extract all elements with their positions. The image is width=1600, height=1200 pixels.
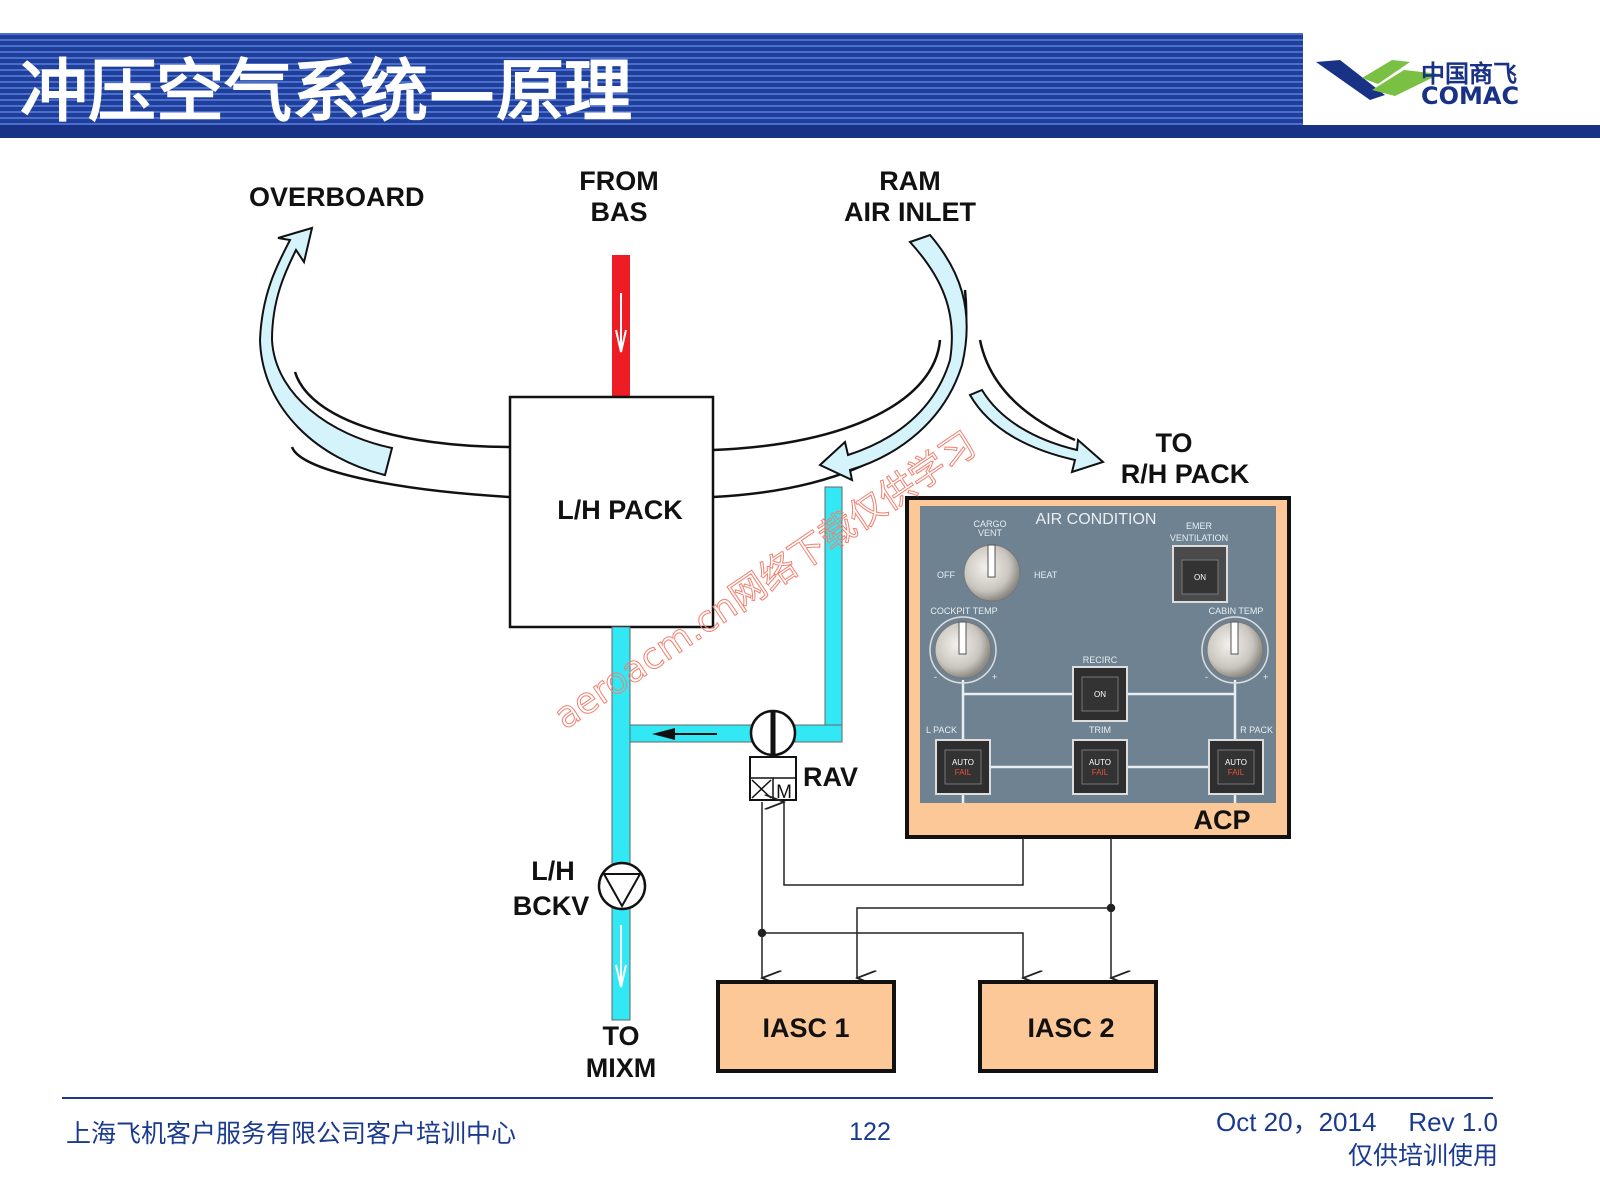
to-mixm-label-1: TO — [602, 1021, 639, 1051]
from-bas-label-2: BAS — [590, 197, 647, 227]
recirc-on-label: ON — [1094, 690, 1106, 699]
lh-pack-label: L/H PACK — [557, 495, 683, 525]
auto-label: AUTO — [1089, 758, 1111, 767]
plus-label: + — [1263, 672, 1268, 682]
cabin-temp-label: CABIN TEMP — [1209, 606, 1264, 616]
footer-org: 上海飞机客户服务有限公司客户培训中心 — [66, 1120, 516, 1148]
cargo-vent-label-1: CARGO — [973, 519, 1006, 529]
footer-rev: Rev 1.0 — [1408, 1107, 1498, 1137]
acp-label: ACP — [1193, 805, 1250, 835]
from-bas-label-1: FROM — [579, 166, 658, 196]
down-arrow-icon — [615, 925, 627, 988]
acp-panel: AIR CONDITION CARGO VENT OFF HEAT EMER V… — [905, 496, 1291, 839]
minus-label: - — [934, 672, 937, 682]
acp-title: AIR CONDITION — [1036, 511, 1157, 528]
overboard-arrow — [258, 226, 394, 477]
cargo-vent-knob[interactable] — [963, 544, 1021, 602]
bckv-label-1: L/H — [531, 856, 575, 886]
rav-label: RAV — [803, 762, 858, 792]
iasc1-box: IASC 1 — [716, 980, 896, 1073]
ram-inlet-arrow — [818, 233, 968, 482]
iasc2-box: IASC 2 — [978, 980, 1158, 1073]
rav-valve[interactable]: M — [749, 709, 797, 803]
header-band: 冲压空气系统—原理 — [0, 33, 1600, 138]
comac-logo: 中国商飞 COMAC — [1316, 60, 1519, 110]
r-pack-label: R PACK — [1240, 725, 1273, 735]
auto-label: AUTO — [1225, 758, 1247, 767]
conditioned-air-pipes — [611, 486, 843, 1021]
plus-label: + — [992, 672, 997, 682]
cabin-temp-knob[interactable]: - + — [1201, 616, 1269, 684]
footer-date: Oct 20，2014 — [1216, 1107, 1376, 1137]
recirc-label: RECIRC — [1083, 655, 1118, 665]
logo-en: COMAC — [1421, 82, 1519, 110]
left-arrow-icon — [652, 728, 717, 740]
iasc1-label: IASC 1 — [762, 1013, 849, 1043]
ram-air-label-2: AIR INLET — [844, 197, 977, 227]
to-rh-pack-arrow — [968, 388, 1105, 474]
l-pack-button[interactable]: AUTO FAIL — [935, 739, 991, 795]
minus-label: - — [1205, 672, 1208, 682]
bckv-label-2: BCKV — [513, 891, 590, 921]
page-number: 122 — [849, 1118, 891, 1146]
trim-button[interactable]: AUTO FAIL — [1072, 739, 1128, 795]
slide-title: 冲压空气系统—原理 — [20, 53, 632, 132]
iasc2-label: IASC 2 — [1027, 1013, 1114, 1043]
logo-cn: 中国商飞 — [1421, 60, 1517, 88]
cockpit-temp-label: COCKPIT TEMP — [930, 606, 997, 616]
trim-label: TRIM — [1089, 725, 1111, 735]
fail-label: FAIL — [1228, 768, 1245, 777]
emer-vent-label-2: VENTILATION — [1170, 533, 1228, 543]
fail-label: FAIL — [955, 768, 972, 777]
bckv-valve[interactable] — [597, 861, 647, 911]
control-wiring — [757, 802, 1115, 978]
heat-label: HEAT — [1034, 570, 1058, 580]
air-flow-arrows — [258, 226, 1105, 482]
footer-note: 仅供培训使用 — [1348, 1142, 1498, 1170]
off-label: OFF — [937, 570, 955, 580]
overboard-label: OVERBOARD — [249, 182, 425, 212]
emer-on-label: ON — [1194, 573, 1206, 582]
recirc-button[interactable]: ON — [1072, 666, 1128, 722]
emer-ventilation-button[interactable]: ON — [1172, 545, 1228, 603]
down-arrow-icon — [615, 293, 627, 353]
cargo-vent-label-2: VENT — [978, 528, 1003, 538]
lh-pack-box — [508, 395, 715, 629]
l-pack-label: L PACK — [926, 725, 957, 735]
cockpit-temp-knob[interactable]: - + — [929, 616, 997, 684]
to-rh-pack-label-2: R/H PACK — [1121, 459, 1250, 489]
fail-label: FAIL — [1092, 768, 1109, 777]
ram-air-label-1: RAM — [879, 166, 941, 196]
to-rh-pack-label-1: TO — [1155, 428, 1192, 458]
rav-motor-label: M — [776, 782, 792, 803]
emer-vent-label-1: EMER — [1186, 521, 1213, 531]
r-pack-button[interactable]: AUTO FAIL — [1208, 739, 1264, 795]
auto-label: AUTO — [952, 758, 974, 767]
to-mixm-label-2: MIXM — [586, 1053, 657, 1083]
